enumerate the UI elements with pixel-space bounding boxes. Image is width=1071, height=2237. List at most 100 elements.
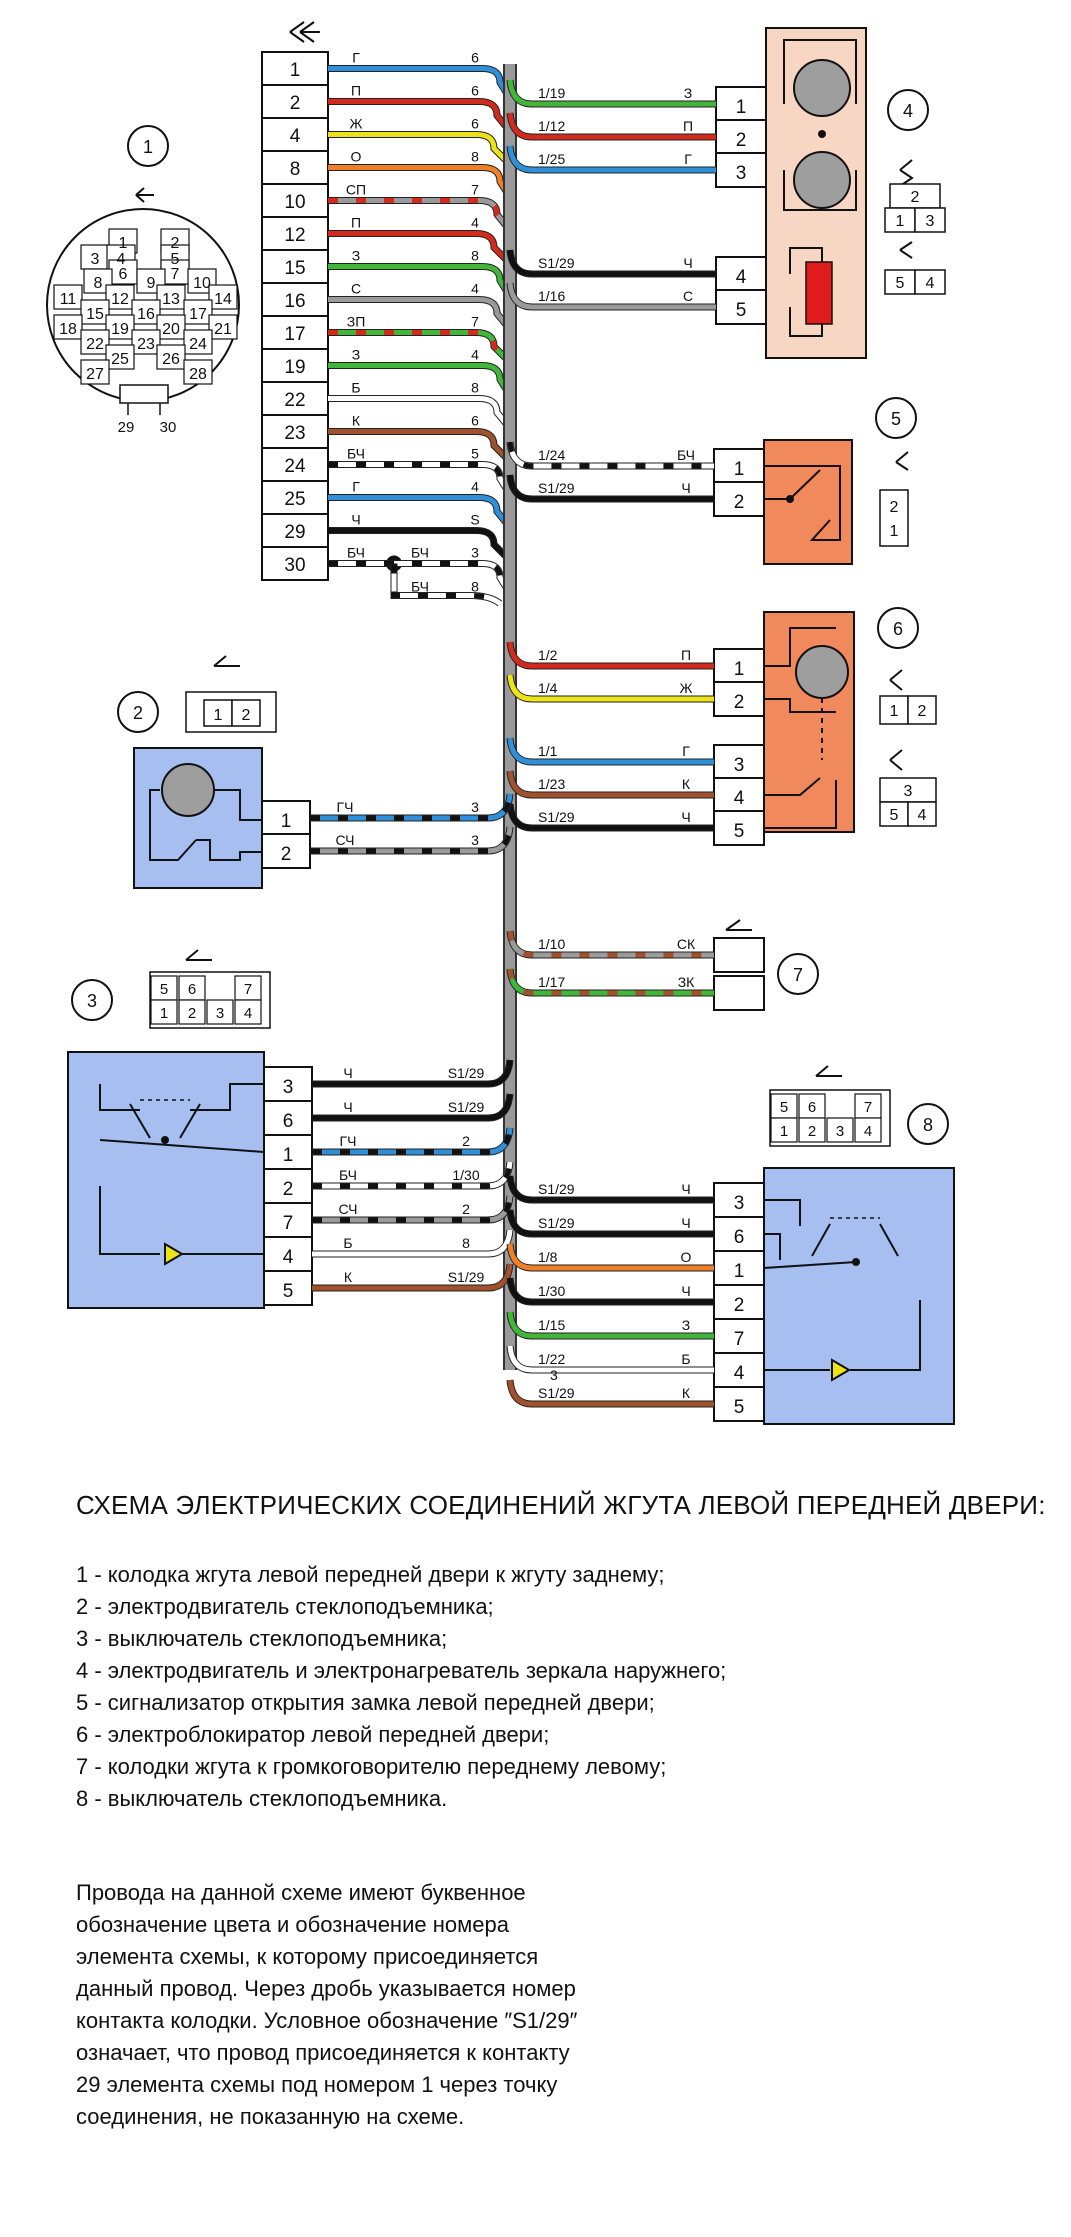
element-3-led-icon: [164, 1242, 184, 1266]
wire-dest-label: 3: [471, 545, 479, 561]
connector-cell: [178, 975, 206, 1001]
link-color-label: З: [684, 85, 692, 101]
link-color-label: Ч: [681, 480, 690, 496]
wire-color-label: П: [351, 215, 361, 231]
pin-cell-label: 7: [734, 1329, 745, 1350]
link-color-label: Ч: [681, 1283, 690, 1299]
element-3-number: 3: [87, 991, 97, 1011]
switch-wiring: [764, 1199, 801, 1226]
harness-wire: [328, 396, 512, 431]
link-dest-label: 2: [462, 1133, 470, 1149]
pin-cell-label: 2: [734, 692, 745, 713]
connector-pin-label: 1: [119, 235, 128, 252]
connector-pin-cell: [183, 329, 213, 355]
note-line: данный провод. Через дробь указывается н…: [76, 1976, 576, 2001]
link-source-label: 1/17: [538, 974, 565, 990]
connector-cell: [879, 489, 909, 547]
element-6-body: [763, 611, 855, 833]
link-color-label: ГЧ: [340, 1133, 357, 1149]
link-color-label: ЗК: [678, 974, 695, 990]
note-line: 29 элемента схемы под номером 1 через то…: [76, 2072, 558, 2097]
harness-pin-label: 25: [284, 489, 305, 510]
harness-pin-cell: [261, 513, 329, 548]
element-6-wire: [507, 737, 714, 765]
link-dest-label: 3: [471, 832, 479, 848]
element-2-wire: [310, 826, 513, 854]
connector-pin-label: 28: [189, 366, 207, 383]
link-color-label: Ч: [343, 1099, 352, 1115]
wire-color-label: ЗП: [347, 314, 366, 330]
connector-pin-label: 14: [214, 291, 232, 308]
element-8-wire: [507, 1311, 714, 1339]
harness-wire: [328, 495, 512, 530]
link-source-label: 1/30: [538, 1283, 565, 1299]
wire-dest-label: 6: [471, 413, 479, 429]
pin-cell-label: 1: [736, 97, 747, 118]
connector-cell: [907, 695, 937, 725]
connector-pin-cell: [80, 329, 110, 355]
harness-pin-label: 17: [284, 324, 305, 345]
connector-label: 2: [890, 499, 899, 516]
pin-29-label: 29: [118, 419, 135, 436]
link-color-label: Ж: [680, 680, 693, 696]
element-8-switch-icon: [811, 1223, 899, 1257]
element-8-pin: [713, 1318, 765, 1354]
connector-plug-icon: [725, 919, 752, 931]
element-5-badge: [875, 397, 917, 439]
switch-wiring: [99, 1139, 265, 1153]
wire-color-label: Ж: [350, 116, 363, 132]
harness-wire-stripe: [328, 330, 512, 365]
element-8-wire: [507, 1345, 714, 1373]
connector-pin-label: 2: [171, 235, 180, 252]
link-source-label: S1/29: [538, 1215, 575, 1231]
wire-dest-label: 4: [471, 281, 479, 297]
element-6-motor-icon: [795, 645, 849, 699]
wire-color-label: О: [351, 149, 362, 165]
connector-cell: [889, 183, 941, 209]
element-6-wire: [507, 803, 714, 831]
element-8-wire: [507, 1175, 714, 1203]
link-source-label: 1/8: [538, 1249, 558, 1265]
connector-pin-cell: [80, 359, 110, 385]
element-3-body: [67, 1051, 265, 1309]
link-color-label: СК: [677, 936, 696, 952]
pin-cell-label: 4: [734, 1363, 745, 1384]
connector-pin-cell: [53, 314, 83, 340]
connector-pin-label: 6: [119, 266, 128, 283]
connector-label: 4: [918, 807, 927, 824]
connector-pin-cell: [131, 299, 161, 325]
connector-cell: [914, 269, 946, 295]
harness-wire: [328, 66, 513, 100]
connector-plug-icon: [889, 749, 903, 771]
connector-label: 5: [160, 981, 168, 998]
link-source-label: 1/15: [538, 1317, 565, 1333]
element-8-wire: [507, 1243, 714, 1271]
connector-pin-label: 11: [60, 291, 77, 308]
link-color-label: СЧ: [339, 1201, 358, 1217]
link-dest-label: 1/30: [452, 1167, 479, 1183]
pin-cell-label: 4: [283, 1247, 294, 1268]
connector-label: 1: [896, 213, 905, 230]
connector-pin-cell: [131, 329, 161, 355]
legend-item: 6 - электроблокиратор левой передней две…: [76, 1722, 550, 1747]
pin-cell-label: 1: [734, 1261, 745, 1282]
connector-label: 2: [808, 1123, 816, 1140]
link-source-label: S1/29: [538, 255, 575, 271]
harness-pin-cell: [261, 315, 329, 350]
connector-pin-label: 12: [111, 291, 129, 308]
element-5-number: 5: [891, 409, 901, 429]
element-3-wire: [312, 1229, 513, 1257]
connector-pin-cell: [156, 344, 186, 370]
harness-wire: [328, 297, 512, 332]
pin-cell-label: 2: [736, 130, 747, 151]
connector-plug-icon: [213, 655, 240, 667]
element-6-wire: [507, 641, 714, 669]
element-3-badge: [71, 979, 113, 1021]
legend-item: 2 - электродвигатель стеклоподъемника;: [76, 1594, 494, 1619]
connector-arrow-icon: [135, 187, 154, 203]
connector-label: 3: [926, 213, 935, 230]
link-dest-label: 2: [462, 1201, 470, 1217]
harness-pin-cell: [261, 84, 329, 119]
connector-plug-icon: [899, 159, 914, 187]
